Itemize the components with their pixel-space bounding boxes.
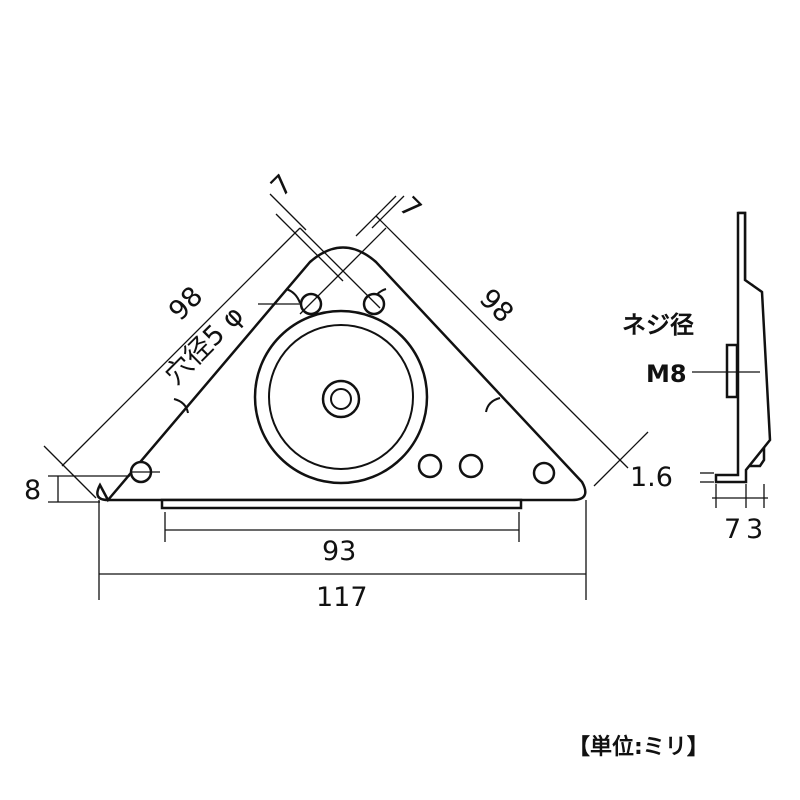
bottom-flange xyxy=(160,498,523,510)
right-notch-lower xyxy=(485,397,501,413)
right-offset-dimension: 7 xyxy=(393,191,427,225)
screw-hole-right xyxy=(532,461,556,485)
center-bore-inner xyxy=(330,388,352,410)
thickness-dimension: 1.6 xyxy=(630,462,673,493)
left-notch-upper xyxy=(285,288,301,304)
screw-hole-top-left xyxy=(299,292,323,316)
height-dimension: 8 xyxy=(24,475,41,506)
right-edge-dimension: 98 xyxy=(473,283,519,329)
left-notch-lower xyxy=(173,398,189,414)
screw-hole-bottom-1 xyxy=(417,453,443,479)
side-width-3: 3 xyxy=(746,514,763,545)
unit-note: 【単位:ミリ】 xyxy=(568,734,709,760)
screw-hole-bottom-2 xyxy=(458,453,484,479)
thread-size: M8 xyxy=(646,360,687,388)
dimension-lines xyxy=(43,193,649,600)
left-edge-dimension: 98 xyxy=(163,281,209,327)
side-width-7: 7 xyxy=(724,514,741,545)
side-thread-boss xyxy=(725,343,739,399)
thread-label: ネジ径 xyxy=(622,311,694,339)
base-dimension: 117 xyxy=(316,582,368,613)
side-view xyxy=(692,211,772,508)
left-offset-dimension: 7 xyxy=(265,169,299,203)
slot-dimension: 93 xyxy=(322,536,356,567)
center-bore-outer xyxy=(321,379,361,419)
screw-hole-top-right xyxy=(362,292,386,316)
side-body xyxy=(714,211,772,484)
boss-inner-ring xyxy=(268,324,414,470)
